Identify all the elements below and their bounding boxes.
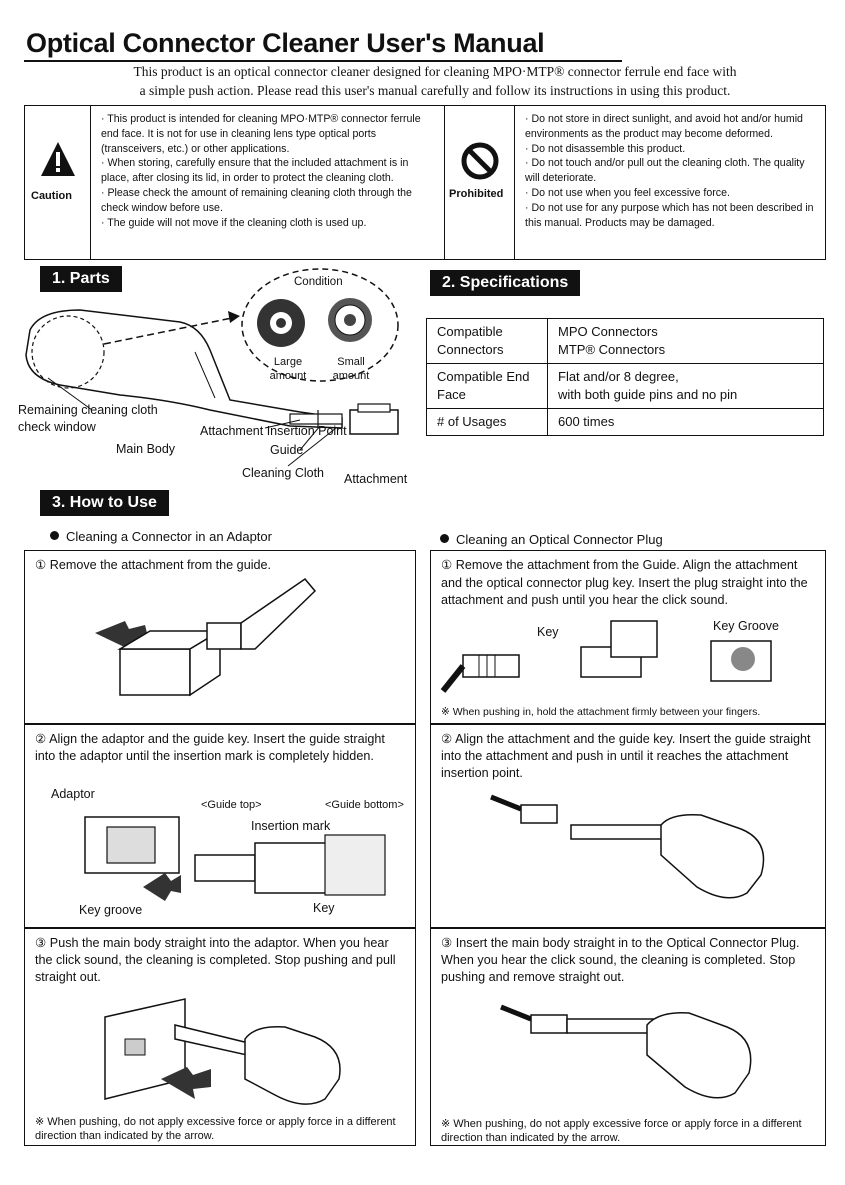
step-illustration (440, 620, 772, 693)
plug-step-3: ③ Insert the main body straight in to th… (430, 928, 826, 1146)
how-to-use-heading: 3. How to Use (40, 490, 169, 516)
prohibited-item: · Do not touch and/or pull out the clean… (525, 157, 805, 185)
plug-step-2: ② Align the attachment and the guide key… (430, 724, 826, 928)
step-text: ① Remove the attachment from the Guide. … (441, 558, 808, 607)
step-text: ③ Insert the main body straight in to th… (441, 936, 800, 984)
condition-label: Condition (294, 276, 343, 288)
prohibited-item: · Do not store in direct sunlight, and a… (525, 113, 803, 140)
caution-cell: Caution (25, 106, 91, 259)
specs-heading: 2. Specifications (430, 270, 581, 296)
caution-item: · When storing, carefully ensure that th… (101, 157, 409, 185)
plug-step-1: ① Remove the attachment from the Guide. … (430, 550, 826, 724)
parts-illustration (25, 268, 399, 467)
step-illustration (500, 1004, 752, 1099)
key-label: Key (313, 901, 335, 915)
step-illustration (104, 998, 341, 1105)
key-label: Key (537, 625, 559, 639)
prohibited-icon (461, 142, 499, 180)
caution-item: · This product is intended for cleaning … (101, 113, 421, 155)
title-underline (24, 60, 622, 62)
large-amount-label: Large amount (269, 356, 307, 382)
prohibited-item: · Do not use for any purpose which has n… (525, 201, 814, 229)
spec-label: Compatible Connectors (426, 318, 548, 364)
prohibited-label: Prohibited (449, 188, 504, 200)
step-text: ② Align the attachment and the guide key… (441, 732, 811, 780)
prohibited-item: · Do not disassemble this product. (525, 142, 686, 155)
guide-bottom-label: <Guide bottom> (325, 799, 404, 811)
check-window-label: Remaining cleaning cloth check window (18, 403, 158, 434)
spec-label: Compatible End Face (426, 363, 548, 409)
prohibited-text-cell: · Do not store in direct sunlight, and a… (515, 106, 825, 259)
plug-step1-note: ※ When pushing in, hold the attachment f… (441, 706, 761, 718)
page-title: Optical Connector Cleaner User's Manual (26, 28, 545, 58)
spec-value: Flat and/or 8 degree,with both guide pin… (547, 363, 824, 409)
attachment-label: Attachment (344, 472, 408, 486)
cleaning-cloth-label: Cleaning Cloth (242, 466, 324, 480)
prohibited-cell: Prohibited (445, 106, 515, 259)
adaptor-note: ※ When pushing, do not apply excessive f… (35, 1116, 396, 1142)
spec-label: # of Usages (426, 408, 548, 436)
guide-label: Guide (270, 443, 304, 457)
adaptor-step-1: ① Remove the attachment from the guide. (24, 550, 416, 724)
caution-icon (41, 142, 75, 176)
step-illustration (490, 794, 765, 899)
caution-text-cell: · This product is intended for cleaning … (91, 106, 445, 259)
insertion-mark-label: Insertion mark (251, 819, 331, 833)
step-illustration (84, 816, 386, 901)
parts-heading: 1. Parts (40, 266, 122, 292)
specs-row: # of Usages 600 times (426, 408, 824, 436)
caution-item: · Please check the amount of remaining c… (101, 186, 412, 214)
guide-top-label: <Guide top> (201, 799, 262, 811)
step-text: ② Align the adaptor and the guide key. I… (35, 732, 385, 763)
main-body-label: Main Body (116, 442, 176, 456)
plug-subheading: Cleaning an Optical Connector Plug (440, 532, 663, 547)
adaptor-subheading: Cleaning a Connector in an Adaptor (50, 529, 272, 544)
notice-box: Caution · This product is intended for c… (24, 105, 826, 260)
caution-label: Caution (31, 190, 72, 202)
plug-note: ※ When pushing, do not apply excessive f… (441, 1118, 802, 1144)
attachment-insertion-label: Attachment Insertion Point (200, 424, 347, 438)
step-text: ③ Push the main body straight into the a… (35, 936, 396, 984)
key-groove-label: Key groove (79, 903, 143, 917)
small-amount-label: Small amount (332, 356, 370, 382)
prohibited-item: · Do not use when you feel excessive for… (525, 186, 730, 199)
intro-line-2: a simple push action. Please read this u… (139, 83, 731, 98)
adaptor-step-2: ② Align the adaptor and the guide key. I… (24, 724, 416, 928)
adaptor-label: Adaptor (51, 787, 95, 801)
step-text: ① Remove the attachment from the guide. (35, 558, 271, 572)
intro-line-1: This product is an optical connector cle… (133, 64, 737, 79)
specs-row: Compatible End Face Flat and/or 8 degree… (426, 363, 824, 409)
spec-value: 600 times (547, 408, 824, 436)
adaptor-step-3: ③ Push the main body straight into the a… (24, 928, 416, 1146)
step-illustration (95, 577, 317, 697)
caution-item: · The guide will not move if the cleanin… (101, 216, 367, 229)
key-groove-label: Key Groove (713, 619, 780, 633)
